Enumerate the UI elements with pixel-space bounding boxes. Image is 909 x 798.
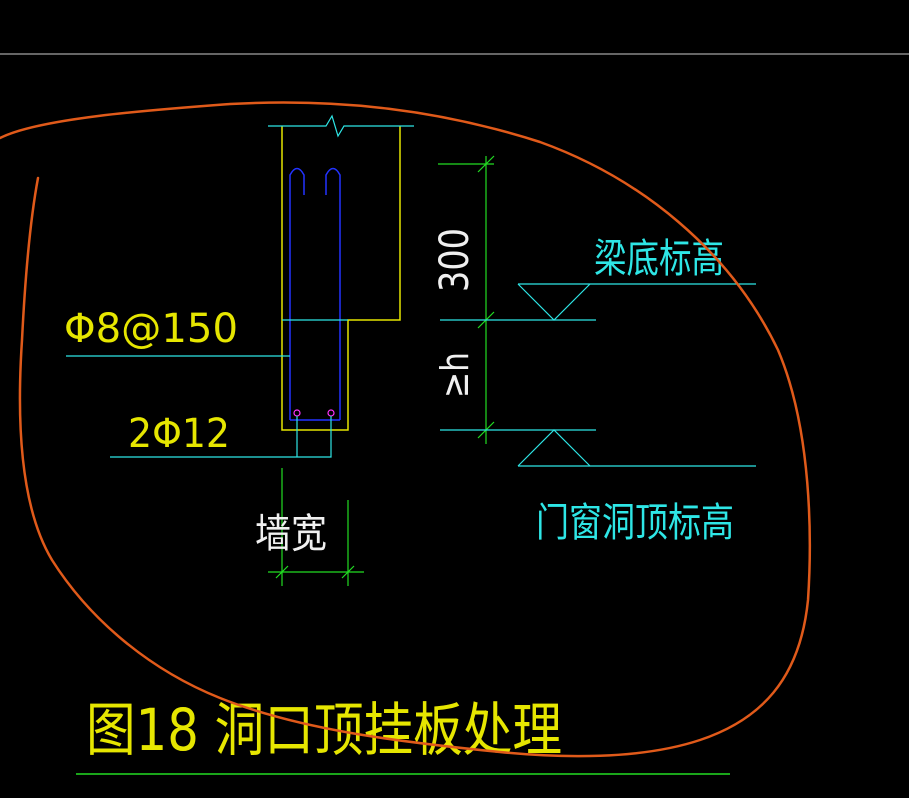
bottom-bar-right xyxy=(327,409,335,417)
stirrup-rebar xyxy=(289,167,341,421)
beam-bottom-label: 梁底标高 xyxy=(594,236,724,282)
figure-title: 图18 洞口顶挂板处理 xyxy=(86,696,562,764)
break-line xyxy=(268,114,414,138)
bottom-bar-label: 2Φ12 xyxy=(128,411,230,457)
dim-h-label: ≥h xyxy=(433,352,477,398)
opening-top-elevation-symbol xyxy=(517,429,756,467)
wall-width-dimension xyxy=(268,468,364,586)
opening-top-label: 门窗洞顶标高 xyxy=(536,500,734,546)
height-dimension-ext xyxy=(440,319,596,431)
beam-bottom-elevation-symbol xyxy=(517,283,756,321)
bottom-bar-leader xyxy=(110,416,332,458)
wall-width-label: 墙宽 xyxy=(255,511,327,557)
dim-300-label: 300 xyxy=(432,228,478,292)
beam-outline xyxy=(281,126,401,431)
height-dimension xyxy=(438,155,495,444)
stirrup-label: Φ8@150 xyxy=(64,306,238,352)
annotation-circle xyxy=(0,101,812,758)
bottom-bar-left xyxy=(293,409,301,417)
